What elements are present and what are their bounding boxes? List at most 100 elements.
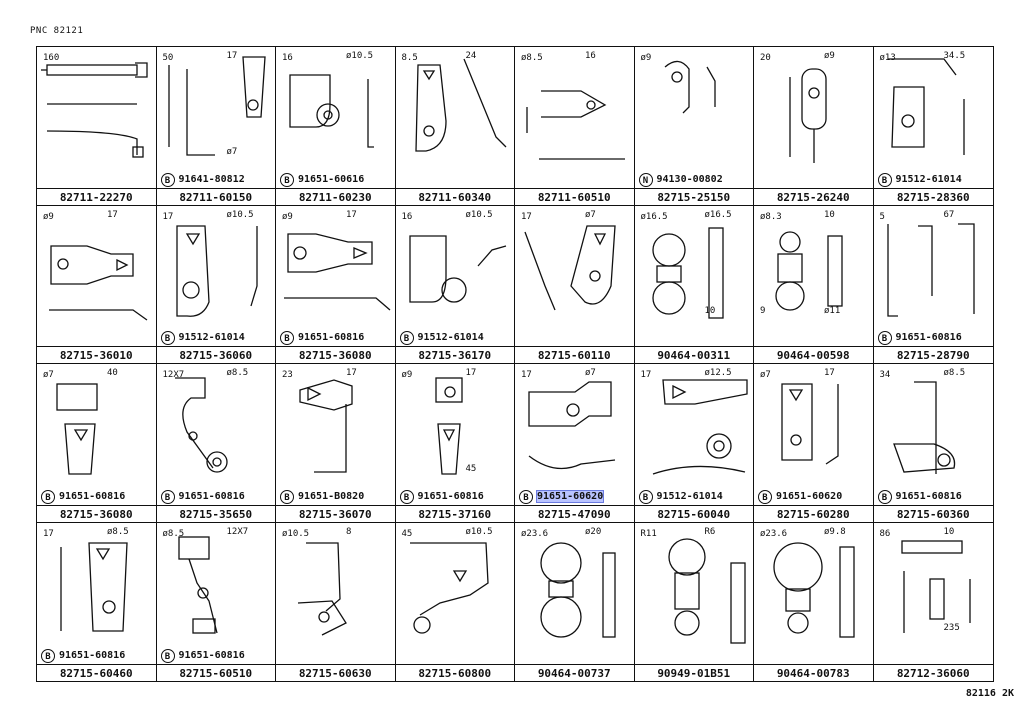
part-number[interactable]: 90464-00737: [537, 667, 611, 680]
fastener-part-number[interactable]: 91651-60816: [59, 490, 126, 502]
part-drawing: [635, 523, 754, 649]
highlighted-fastener-part-number[interactable]: 91651-60620: [535, 489, 605, 503]
dimension-label: ø23.6: [760, 528, 788, 539]
part-number[interactable]: 90464-00783: [776, 667, 850, 680]
fastener-part-number[interactable]: 91651-60620: [776, 490, 843, 502]
dimension-label: 17: [521, 211, 532, 222]
part-drawing: [157, 206, 276, 332]
dimension-label: ø10.5: [346, 51, 374, 61]
dimension-label: ø8.5: [226, 368, 249, 378]
fastener-marker: B: [160, 172, 175, 187]
fastener-part-number[interactable]: 91651-60816: [895, 490, 962, 502]
part-number[interactable]: 82711-22270: [59, 190, 133, 204]
part-number[interactable]: 90949-01B51: [657, 667, 731, 680]
dimension-label: 17: [107, 209, 118, 220]
part-number[interactable]: 82715-36080: [59, 507, 133, 521]
part-number[interactable]: 82715-35650: [179, 507, 253, 521]
dimension-label: ø13: [879, 53, 896, 63]
fastener-part-number[interactable]: 91641-80812: [178, 173, 245, 185]
dimension-label: 17: [521, 370, 532, 380]
fastener-marker: B: [519, 489, 533, 504]
dimension-label: 5: [879, 211, 885, 222]
figure-code: 82116 2K: [965, 688, 1014, 699]
fastener-part-number[interactable]: 91651-60816: [59, 650, 126, 661]
part-number[interactable]: 90464-00598: [776, 349, 850, 362]
part-number[interactable]: 82715-36080: [298, 349, 372, 362]
part-drawing: [276, 47, 395, 173]
part-number[interactable]: 82711-60510: [537, 190, 611, 204]
dimension-label: 34.5: [943, 51, 966, 61]
part-drawing: [874, 206, 994, 332]
part-number[interactable]: 82715-37160: [418, 507, 492, 521]
part-drawing: [276, 206, 395, 332]
dimension-label: 10: [704, 305, 716, 316]
part-number[interactable]: 82711-60150: [179, 190, 253, 204]
part-number[interactable]: 82715-36070: [298, 507, 372, 521]
fastener-part-number[interactable]: 91651-60816: [417, 490, 484, 502]
fastener-marker: B: [160, 331, 175, 345]
part-number[interactable]: 82715-60800: [418, 667, 492, 680]
fastener-marker: N: [638, 172, 653, 187]
part-drawing: [754, 47, 873, 173]
part-drawing: [276, 523, 395, 649]
part-number[interactable]: 82711-60340: [418, 190, 492, 204]
part-number[interactable]: 82712-36060: [896, 667, 970, 680]
part-number[interactable]: 82711-60230: [298, 190, 372, 204]
part-number[interactable]: 82715-60280: [776, 507, 850, 521]
part-number[interactable]: 82715-60510: [179, 667, 253, 680]
cell-divider: [873, 346, 993, 347]
fastener-part-number[interactable]: 91512-61014: [417, 332, 484, 343]
fastener-part-number[interactable]: 91651-B0820: [298, 490, 365, 502]
dimension-label: ø10.5: [282, 528, 310, 539]
fastener-part-number[interactable]: 91512-61014: [178, 332, 245, 343]
fastener-marker: B: [399, 331, 414, 345]
part-number[interactable]: 82715-36010: [59, 349, 133, 362]
fastener-part-number[interactable]: 91651-60616: [298, 173, 365, 185]
part-number[interactable]: 82715-25150: [657, 190, 731, 204]
dimension-label: ø7: [43, 370, 54, 380]
part-number[interactable]: 82715-47090: [537, 507, 611, 521]
dimension-label: 17: [640, 370, 652, 380]
cell-divider: [276, 187, 395, 189]
part-number[interactable]: 82715-36170: [418, 349, 492, 362]
dimension-label: ø7: [585, 368, 596, 378]
fastener-part-number[interactable]: 94130-00802: [656, 173, 723, 185]
dimension-label: ø12.5: [704, 368, 732, 378]
part-number[interactable]: 90464-00311: [657, 349, 731, 362]
dimension-label: ø23.6: [521, 528, 549, 539]
fastener-part-number[interactable]: 91651-60816: [178, 490, 245, 502]
part-number[interactable]: 82715-36060: [179, 349, 253, 362]
fastener-part-number[interactable]: 91651-60816: [895, 332, 962, 343]
fastener-part-number[interactable]: 91512-61014: [895, 173, 962, 185]
dimension-label: 67: [943, 209, 955, 220]
fastener-marker: B: [758, 489, 772, 504]
part-number[interactable]: 82715-60110: [537, 349, 611, 362]
part-number[interactable]: 82715-60460: [59, 667, 133, 680]
part-number[interactable]: 82715-60630: [298, 667, 372, 680]
fastener-marker: B: [41, 649, 55, 663]
fastener-marker: B: [41, 489, 55, 504]
part-number[interactable]: 82715-60040: [657, 507, 731, 521]
part-number[interactable]: 82715-60360: [896, 507, 970, 521]
part-drawing: [396, 206, 515, 332]
part-number[interactable]: 82715-28360: [896, 190, 970, 204]
dimension-label: 17: [465, 368, 477, 378]
fastener-part-number[interactable]: 91651-60816: [298, 332, 365, 343]
dimension-label: 235: [943, 622, 960, 633]
dimension-label: 10: [943, 526, 955, 537]
fastener-part-number[interactable]: 91651-60816: [178, 650, 245, 661]
cell-divider: [873, 664, 993, 665]
fastener-part-number[interactable]: 91512-61014: [656, 490, 723, 502]
part-number[interactable]: 82715-28790: [896, 349, 970, 362]
part-number[interactable]: 82715-26240: [776, 190, 850, 204]
dimension-label: ø7: [760, 370, 771, 380]
fastener-marker: B: [638, 489, 653, 504]
part-drawing: [37, 206, 156, 332]
dimension-label: 24: [465, 51, 477, 61]
